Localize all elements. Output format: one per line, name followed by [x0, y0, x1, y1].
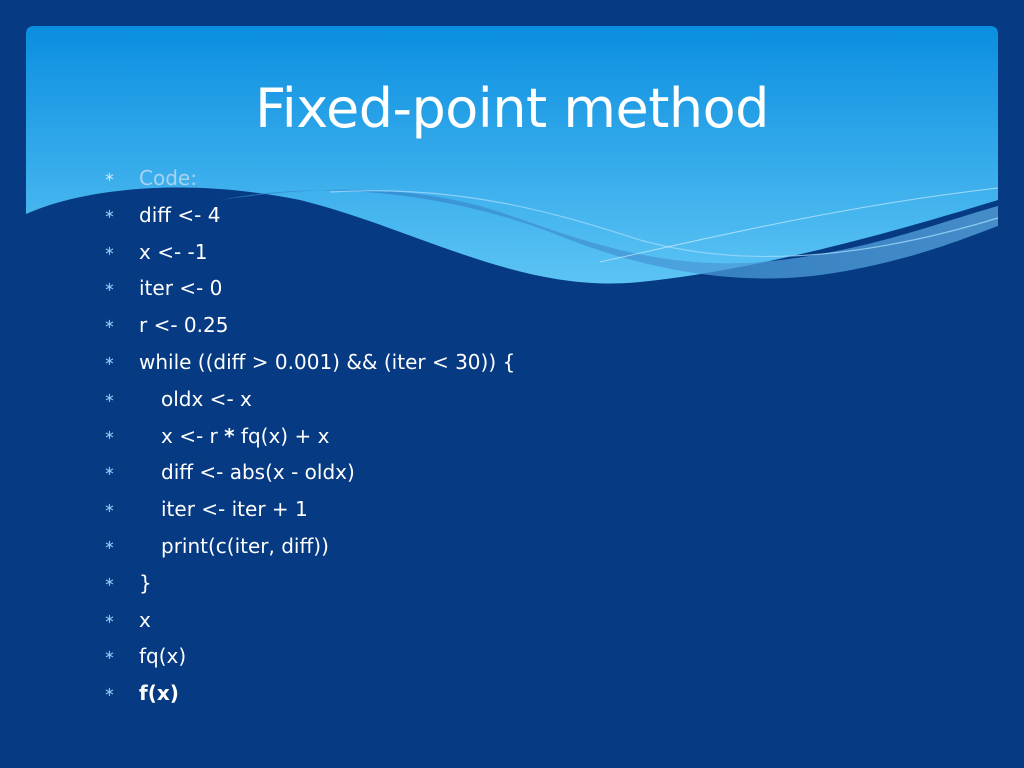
- bullet-text: x <- -1: [139, 239, 208, 264]
- bullet-marker-icon: ∗: [104, 206, 115, 222]
- wave-line: [329, 190, 999, 258]
- bullet-text: f(x): [139, 681, 179, 706]
- bullet-text: r <- 0.25: [139, 313, 229, 338]
- code-fragment: x <- r: [161, 423, 225, 448]
- header-wave-background: [26, 26, 999, 284]
- bullet-text: print(c(iter, diff)): [161, 533, 329, 558]
- bullet-marker-icon: ∗: [104, 611, 115, 627]
- bullet-text: while ((diff > 0.001) && (iter < 30)) {: [139, 349, 516, 374]
- slide-title: Fixed-point method: [255, 77, 769, 140]
- bullet-text: iter <- iter + 1: [161, 497, 308, 522]
- bullet-marker-icon: ∗: [104, 648, 115, 664]
- bullet-marker-icon: ∗: [104, 501, 115, 517]
- wave-line: [599, 187, 999, 263]
- bullet-marker-icon: ∗: [104, 317, 115, 333]
- bullet-marker-icon: ∗: [104, 243, 115, 259]
- bullet-marker-icon: ∗: [104, 427, 115, 443]
- bullet-text: Code:: [139, 166, 197, 190]
- bullet-marker-icon: ∗: [104, 574, 115, 590]
- bullet-text: diff <- abs(x - oldx): [161, 460, 355, 485]
- bullet-marker-icon: ∗: [104, 685, 115, 701]
- bullet-text: oldx <- x: [161, 386, 252, 411]
- bullet-text: }: [139, 570, 152, 595]
- bullet-text: x: [139, 607, 151, 632]
- bullet-text: fq(x): [139, 644, 187, 669]
- bullet-text: x <- r * fq(x) + x: [161, 418, 329, 455]
- bullet-marker-icon: ∗: [104, 464, 115, 480]
- bullet-marker-icon: ∗: [104, 170, 115, 185]
- bold-operator: *: [224, 423, 235, 448]
- header-panel: [26, 26, 998, 284]
- bullet-text: diff <- 4: [139, 202, 221, 227]
- bullet-marker-icon: ∗: [104, 537, 115, 553]
- bullet-marker-icon: ∗: [104, 390, 115, 406]
- bullet-text: iter <- 0: [139, 276, 223, 301]
- bullet-marker-icon: ∗: [104, 280, 115, 296]
- bullet-marker-icon: ∗: [104, 353, 115, 369]
- code-fragment: fq(x) + x: [234, 423, 330, 448]
